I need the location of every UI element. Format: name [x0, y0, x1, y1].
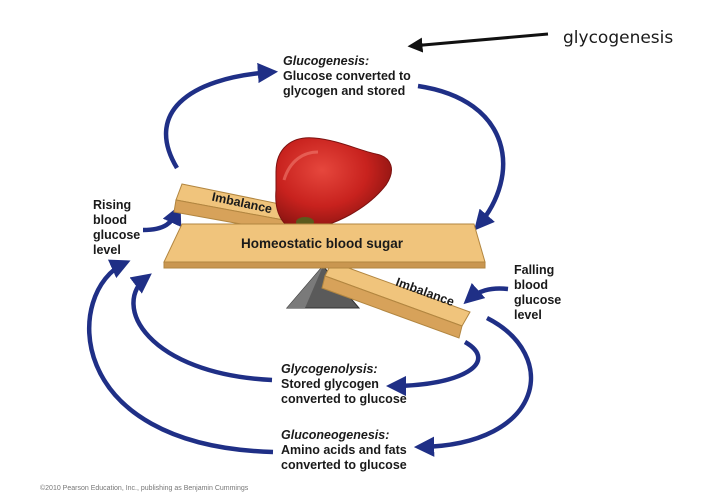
glycogenolysis-title: Glycogenolysis:	[281, 362, 378, 376]
falling-line-4: level	[514, 308, 542, 322]
rising-line-2: blood	[93, 213, 128, 227]
gluconeogenesis-arrow-out	[87, 259, 274, 455]
glucogenesis-arrow-in	[163, 62, 279, 170]
falling-level-label: Falling blood glucose level	[514, 263, 561, 323]
gluconeogenesis-line-1: Amino acids and fats	[281, 443, 407, 457]
glycogenolysis-line-1: Stored glycogen	[281, 377, 379, 391]
glucogenesis-line-1: Glucose converted to	[283, 69, 411, 83]
rising-line-1: Rising	[93, 198, 132, 212]
homeostatic-board: Homeostatic blood sugar	[163, 223, 486, 269]
rising-line-3: glucose	[93, 228, 141, 242]
copyright-footer: ©2010 Pearson Education, Inc., publishin…	[40, 485, 249, 492]
gluconeogenesis-label: Gluconeogenesis: Amino acids and fats co…	[281, 428, 407, 473]
falling-line-1: Falling	[514, 263, 555, 277]
glucogenesis-arrow-out	[417, 83, 506, 231]
glycogenesis-annotation: glycogenesis	[563, 28, 674, 48]
glycogenolysis-arrow-out	[129, 273, 273, 383]
gluconeogenesis-arrow-in	[413, 315, 534, 457]
homeostatic-label: Homeostatic blood sugar	[241, 236, 404, 251]
rising-level-label: Rising blood glucose level	[93, 198, 140, 258]
glycogenolysis-label: Glycogenolysis: Stored glycogen converte…	[281, 362, 407, 407]
glucogenesis-line-2: glycogen and stored	[283, 84, 406, 98]
liver	[275, 137, 392, 231]
glycogenolysis-arrow-in	[385, 340, 481, 397]
glucogenesis-label: Glucogenesis: Glucose converted to glyco…	[283, 54, 411, 99]
annotation-arrow	[407, 32, 549, 53]
falling-line-2: blood	[514, 278, 549, 292]
falling-level-arrow	[463, 282, 509, 305]
glycogenolysis-line-2: converted to glucose	[281, 392, 407, 406]
imbalance-board-bottom: Imbalance	[321, 261, 471, 339]
falling-line-3: glucose	[514, 293, 562, 307]
gluconeogenesis-title: Gluconeogenesis:	[281, 428, 390, 442]
glucogenesis-title: Glucogenesis:	[283, 54, 370, 68]
rising-line-4: level	[93, 243, 121, 257]
rising-level-arrow	[142, 204, 182, 233]
gluconeogenesis-line-2: converted to glucose	[281, 458, 407, 472]
